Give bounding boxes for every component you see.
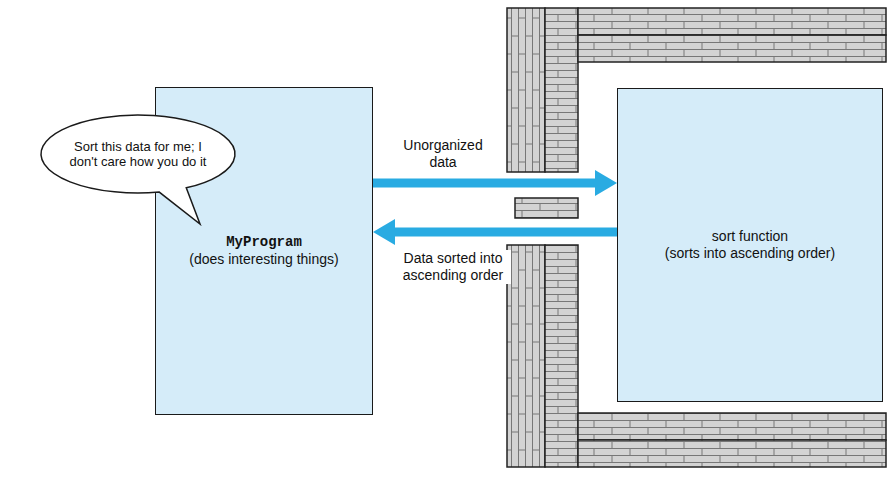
box-title: sort function bbox=[712, 228, 788, 245]
data-out-arrow bbox=[373, 219, 617, 245]
arrow-label: Unorganized data bbox=[388, 137, 498, 171]
callout-text: Sort this data for me; I don't care how … bbox=[63, 139, 213, 169]
function-box: sort function(sorts into ascending order… bbox=[617, 88, 883, 402]
speech-bubble: Sort this data for me; I don't care how … bbox=[40, 114, 236, 194]
arrow-label: Data sorted into ascending order bbox=[395, 250, 511, 284]
box-description: (does interesting things) bbox=[189, 251, 338, 268]
box-title: MyProgram bbox=[226, 234, 302, 251]
bubble-outline bbox=[40, 114, 236, 234]
box-description: (sorts into ascending order) bbox=[665, 245, 835, 262]
data-in-arrow bbox=[373, 170, 617, 196]
